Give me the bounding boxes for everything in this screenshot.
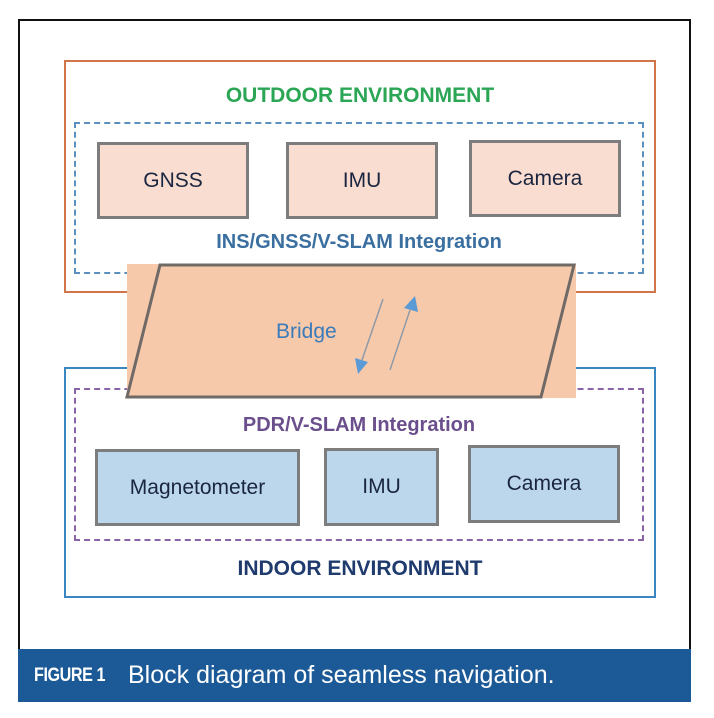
figure-caption: Block diagram of seamless navigation.	[128, 661, 555, 689]
sensor-imu-outdoor: IMU	[286, 142, 438, 219]
bridge-label: Bridge	[276, 320, 337, 343]
sensor-camera-indoor: Camera	[468, 445, 620, 523]
sensor-gnss: GNSS	[97, 142, 249, 219]
outdoor-integration-label: INS/GNSS/V-SLAM Integration	[216, 231, 502, 253]
sensor-magnetometer: Magnetometer	[95, 449, 300, 526]
sensor-camera-outdoor: Camera	[469, 140, 621, 217]
sensor-imu-indoor: IMU	[324, 448, 439, 526]
bridge-parallelogram	[125, 263, 576, 399]
outdoor-environment-title: OUTDOOR ENVIRONMENT	[225, 84, 495, 107]
caption-bar: FIGURE 1 Block diagram of seamless navig…	[18, 649, 691, 702]
indoor-integration-label: PDR/V-SLAM Integration	[242, 414, 476, 436]
arrow-down-icon	[355, 298, 384, 374]
figure-number: FIGURE 1	[34, 664, 106, 686]
indoor-environment-title: INDOOR ENVIRONMENT	[237, 557, 483, 580]
arrow-up-icon	[389, 296, 418, 371]
